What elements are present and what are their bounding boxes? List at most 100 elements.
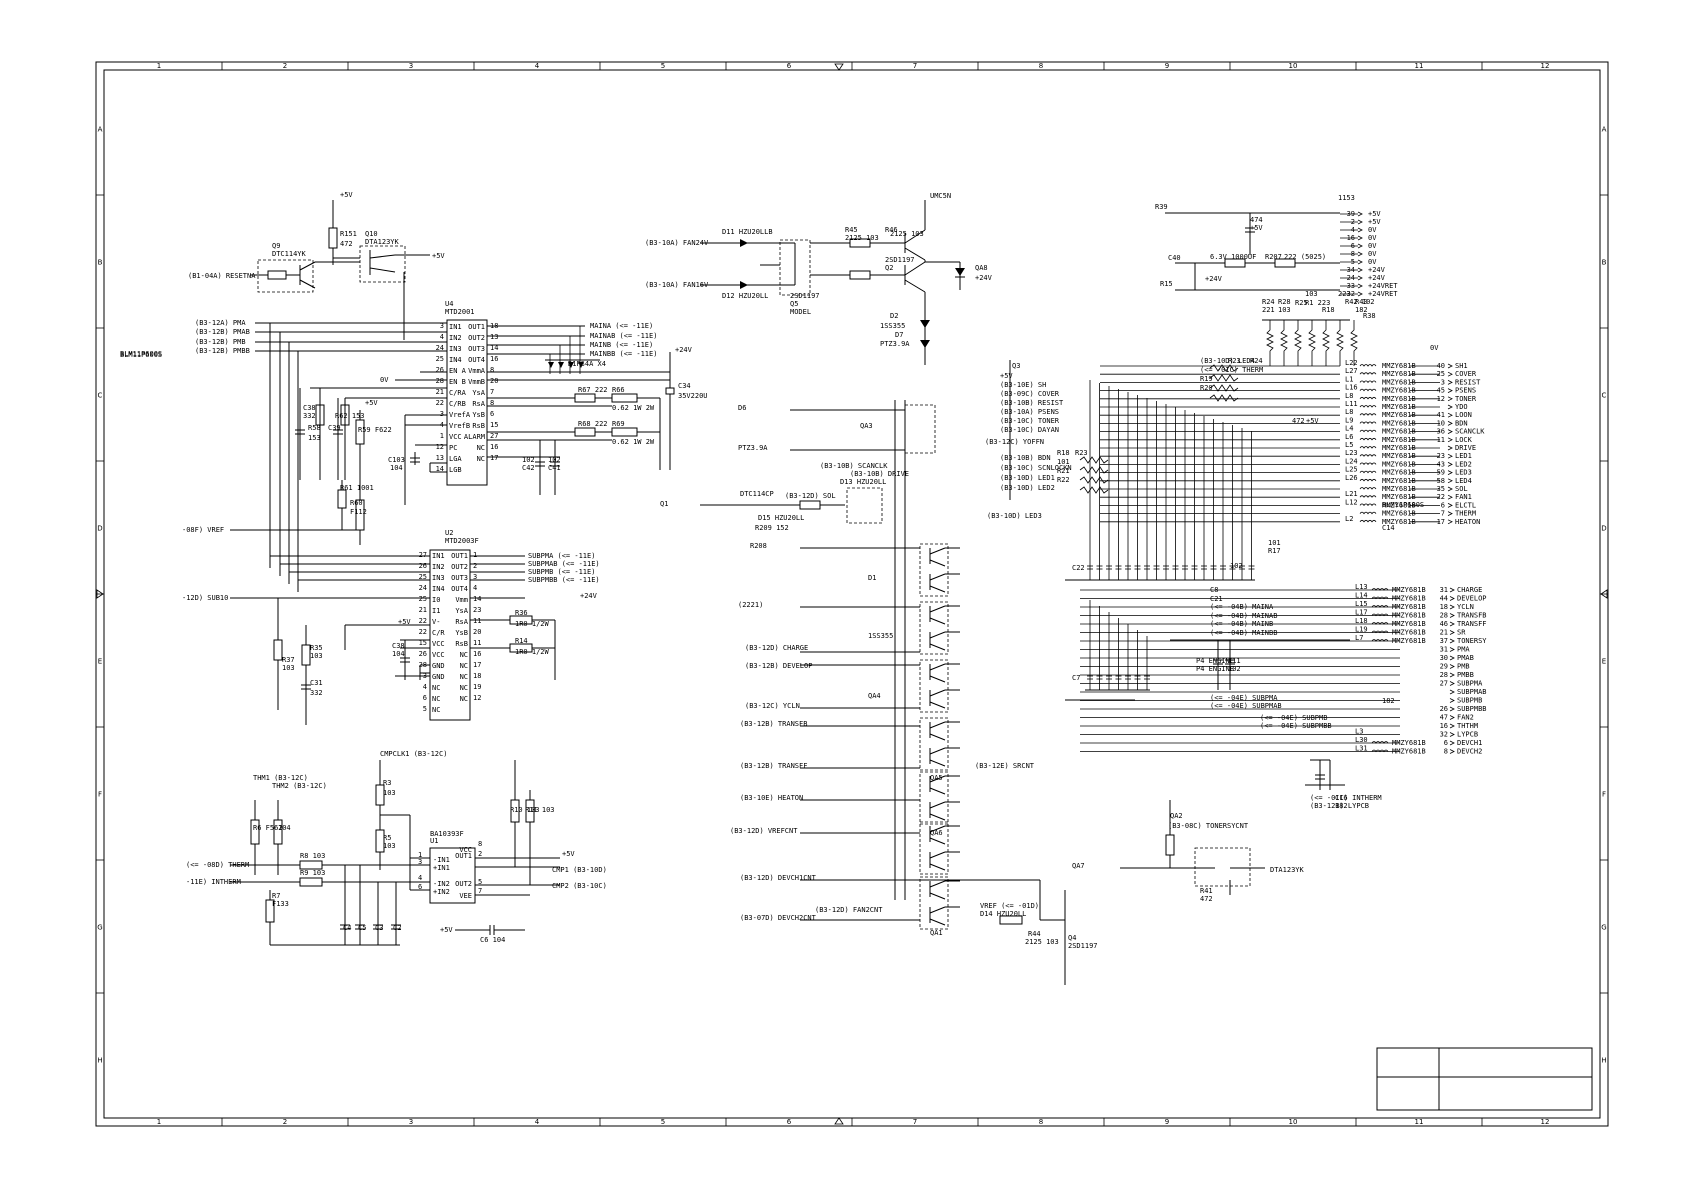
label-l61: 1R0 1/2W — [515, 648, 550, 656]
conn-low-ind-1: L14 — [1355, 592, 1368, 600]
label-l109: Q5 — [790, 300, 798, 308]
u2pins-lname-14: NC — [432, 706, 440, 714]
label-l174: (B3-10D) LED4 — [1200, 357, 1255, 365]
conn-low-pin-0: 31 — [1440, 586, 1448, 594]
label-l187: R28 — [1278, 298, 1291, 306]
label-l85: CMP2 (B3-10C) — [552, 882, 607, 890]
label-l199: +5V — [1306, 417, 1319, 425]
u4pins-rname-7: RsA — [472, 400, 485, 408]
label-l230: (<= -01C) INTHERM — [1310, 794, 1382, 802]
u2pins-lname-12: NC — [432, 684, 440, 692]
u2pins-rnum-0: 1 — [473, 551, 477, 559]
conn-mid-ferrite-12: MMZY681B — [1382, 460, 1416, 468]
label-l112: QA8 — [975, 264, 988, 272]
u2pins-rnum-5: 23 — [473, 606, 481, 614]
label-l165: (B3-10A) PSENS — [1000, 408, 1059, 416]
label-l83: +5V — [562, 850, 575, 858]
label-l69: 104 — [392, 650, 405, 658]
label-l133: (B3-12B) TRANSFB — [740, 720, 807, 728]
conn-mid-ferrite-5: MMZY681B — [1382, 403, 1416, 411]
conn-low-name-14: SUBPMBB — [1457, 705, 1487, 713]
u2pins-lname-10: GND — [432, 662, 445, 670]
driver-pair-1 — [919, 601, 949, 655]
u1-pin-4-name: -IN2 — [433, 880, 450, 888]
label-l168: (B3-12C) YOFFN — [985, 438, 1044, 446]
label-l140: (B3-12D) FAN2CNT — [815, 906, 883, 914]
label-l99: (B3-10A) FAN24V — [645, 239, 709, 247]
label-l210: R15 — [1160, 280, 1173, 288]
label-l9: +5V — [432, 252, 445, 260]
conn-mid-ind-12: L24 — [1345, 457, 1358, 465]
u2pins-lnum-3: 24 — [419, 584, 427, 592]
zone-col-5-bottom: 5 — [661, 1118, 665, 1126]
label-l60: R14 — [515, 637, 528, 645]
conn-mid-ind-2: L1 — [1345, 375, 1353, 383]
label-l207: +24V — [1205, 275, 1223, 283]
label-l91: F133 — [272, 900, 289, 908]
label-l77: R5 — [383, 834, 391, 842]
u2pins-lname-2: IN3 — [432, 574, 445, 582]
u2pins-lnum-12: 4 — [423, 683, 427, 691]
label-l181: 101 — [1057, 458, 1070, 466]
label-l97: C6 104 — [480, 936, 505, 944]
conn-low-ind-6: L7 — [1355, 634, 1363, 642]
u2pins-rnum-12: 19 — [473, 683, 481, 691]
label-l124: DTC114CP — [740, 490, 774, 498]
label-l81: R10 103 — [510, 806, 540, 814]
zone-row-H-right: H — [1601, 1057, 1606, 1065]
label-l22: 0V — [380, 376, 389, 384]
conn-low-ferrite-2: MMZY681B — [1392, 603, 1426, 611]
signal-buses — [894, 360, 1011, 900]
conn-top-name-3: 0V — [1368, 234, 1377, 242]
label-l47: F112 — [350, 508, 367, 516]
u4pins-lname-2: IN3 — [449, 345, 462, 353]
zone-row-B-right: B — [1602, 259, 1607, 267]
label-l203: 474 — [1250, 216, 1263, 224]
label-l68: C38 — [392, 642, 405, 650]
label-l31: C38 — [303, 404, 316, 412]
label-l16: MAINA (<= -11E) — [590, 322, 653, 330]
label-l84: CMP1 (B3-10D) — [552, 866, 607, 874]
label-l200: 101 — [1268, 539, 1281, 547]
u2pins-lnum-8: 15 — [419, 639, 427, 647]
u2pins-lnum-9: 26 — [419, 650, 427, 658]
zone-row-D-right: D — [1601, 525, 1606, 533]
label-l21: D1FS4A X4 — [568, 360, 606, 368]
label-l177: R20 — [1200, 384, 1213, 392]
conn-low-ind-0: L13 — [1355, 583, 1368, 591]
u2pins-lnum-4: 25 — [419, 595, 427, 603]
label-l148: 1SS355 — [868, 632, 893, 640]
conn-low-pin-1: 44 — [1440, 595, 1448, 603]
label-l19: MAINBB (<= -11E) — [590, 350, 657, 358]
u2pins-rnum-8: 11 — [473, 639, 481, 647]
label-l223: (<= -04B) MAINAB — [1210, 612, 1277, 620]
u4pins-rnum-9: 15 — [490, 421, 498, 429]
label-l163: (B3-09C) COVER — [1000, 390, 1060, 398]
label-l54: SUBPMB (<= -11E) — [528, 568, 595, 576]
label-l24: 35V220U — [678, 392, 708, 400]
zone-col-10-bottom: 10 — [1289, 1118, 1298, 1126]
label-l162: (B3-10E) SH — [1000, 381, 1046, 389]
label-l49: U2 — [445, 529, 453, 537]
label-l86: (<= -08D) THERM — [186, 861, 249, 869]
label-l149: QA4 — [868, 692, 881, 700]
conn-mid-pin-16: 22 — [1437, 493, 1445, 501]
label-l88: R8 103 — [300, 852, 325, 860]
conn-low-ind-18: L30 — [1355, 736, 1368, 744]
label-l34: 153 — [308, 434, 321, 442]
zone-col-12: 12 — [1541, 62, 1550, 70]
label-l74: 103 — [383, 789, 396, 797]
u4pins-lname-7: C/RB — [449, 400, 466, 408]
center-mark-top — [834, 63, 844, 71]
label-l121: (B3-10B) DRIVE — [850, 470, 909, 478]
driver-pair-2 — [919, 659, 949, 713]
u2pins-lnum-1: 26 — [419, 562, 427, 570]
u2pins-rname-2: OUT3 — [451, 574, 468, 582]
u4pins-lname-9: VrefB — [449, 422, 470, 430]
conn-mid-pin-13: 59 — [1437, 469, 1445, 477]
conn-low-ferrite-6: MMZY681B — [1392, 637, 1426, 645]
zone-row-D: D — [97, 525, 102, 533]
label-l188: 103 — [1278, 306, 1291, 314]
conn-top-name-0: +5V — [1368, 210, 1381, 218]
label-l195: R40 — [1355, 298, 1368, 306]
